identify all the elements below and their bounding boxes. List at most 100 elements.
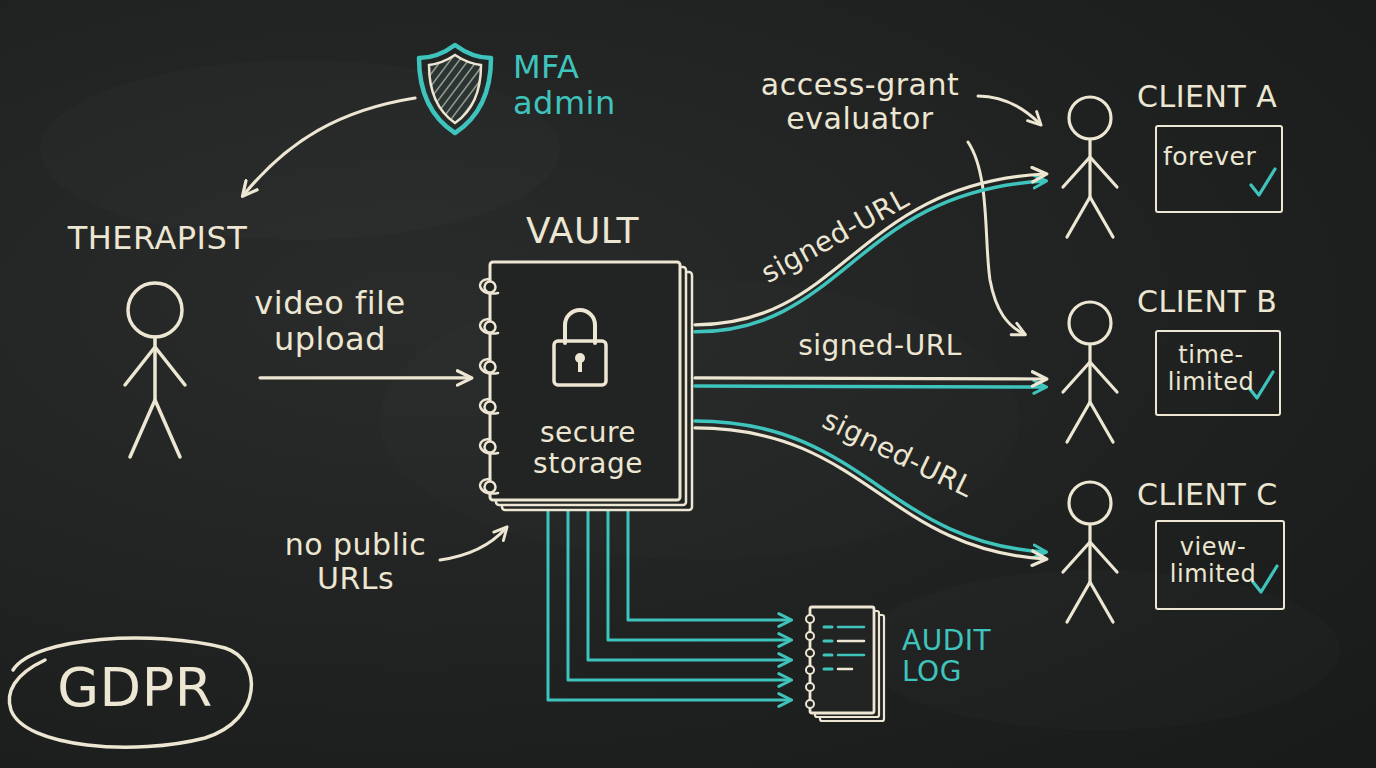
client-actor: CLIENT A forever (1045, 75, 1335, 240)
stamp-text: GDPR (5, 658, 265, 718)
vault-rect (554, 341, 606, 385)
client-circle (1069, 302, 1111, 344)
shield-path (419, 45, 491, 133)
access-policy-box: time-limited (1155, 330, 1281, 416)
access-policy-box: forever (1155, 125, 1283, 213)
person-path (125, 347, 185, 385)
audit-log-notebook: AUDIT LOG (790, 595, 1020, 725)
vault-circle (485, 362, 496, 373)
vault-rect (490, 262, 680, 500)
leader-arrow (968, 142, 1024, 334)
log-feed-line (588, 510, 790, 660)
log-feed-line (568, 510, 790, 680)
audit-circle (806, 649, 814, 657)
connector-line (695, 378, 1045, 379)
audit-line (838, 640, 864, 643)
client-circle (1069, 97, 1111, 139)
client-path (1067, 402, 1113, 442)
audit-line (824, 626, 832, 629)
policy-text: view-limited (1165, 534, 1261, 588)
connector (260, 377, 470, 378)
audit-line (824, 640, 832, 643)
edge-label: video file upload (240, 286, 420, 358)
policy-text: forever (1163, 143, 1273, 171)
shield-line (443, 50, 503, 130)
person-circle (128, 283, 182, 337)
vault-circle (485, 482, 496, 493)
shield-line (461, 50, 521, 130)
person-path (130, 400, 180, 457)
vault-path (565, 310, 595, 343)
actor-heading: CLIENT B (1137, 285, 1332, 319)
policy-text: time-limited (1165, 342, 1257, 396)
access-policy-box: view-limited (1155, 520, 1285, 610)
audit-circle (806, 615, 814, 623)
vault-circle (485, 322, 496, 333)
client-path (1088, 344, 1091, 402)
audit-circle (806, 683, 814, 691)
client-path (1067, 197, 1113, 237)
log-feed-line (548, 510, 790, 700)
vault-path (480, 359, 498, 374)
vault-circle (485, 442, 496, 453)
leader-arrow (978, 96, 1040, 124)
vault-rect (578, 360, 582, 372)
shield-line (389, 50, 449, 130)
annotation: no public URLs (268, 528, 443, 595)
vault-path (480, 319, 498, 334)
connector-line (244, 98, 415, 195)
actor-heading: THERAPIST (55, 221, 260, 257)
chalk-smudge (860, 570, 1340, 730)
shield-line (452, 50, 512, 130)
audit-rect (810, 607, 874, 713)
audit-circle (806, 632, 814, 640)
shield-line (425, 50, 485, 130)
actor-heading: CLIENT A (1137, 80, 1332, 114)
signed-url-glow (695, 386, 1045, 387)
leader-arrow (440, 528, 506, 560)
audit-line (824, 668, 832, 671)
client-path (1063, 362, 1117, 392)
connector (244, 98, 415, 195)
connector (548, 510, 790, 700)
vault-notebook: VAULT secure storage (470, 205, 695, 510)
shield-line (434, 50, 494, 130)
shield-line (398, 50, 458, 130)
log-feed-line (608, 510, 790, 640)
node-body: secure storage (508, 417, 668, 480)
client-path (1067, 582, 1113, 622)
audit-line (838, 626, 864, 629)
vault-circle (485, 282, 496, 293)
vault-path (480, 399, 498, 414)
gdpr-stamp: GDPR (5, 630, 275, 760)
client-actor: CLIENT B time-limited (1045, 280, 1335, 445)
node-label: MFA admin (513, 50, 628, 122)
therapist-actor: THERAPIST (55, 195, 260, 460)
edge-label: signed-URL (740, 173, 930, 297)
shield-line (407, 50, 467, 130)
connector-line (695, 174, 1045, 325)
chalk-smudge (40, 60, 560, 240)
vault-path (480, 279, 498, 294)
annotation: access-grant evaluator (745, 68, 975, 135)
actor-heading: CLIENT C (1137, 478, 1332, 512)
audit-line (824, 654, 832, 657)
connector (695, 174, 1045, 332)
log-feed-line (628, 510, 790, 620)
vault-path (480, 439, 498, 454)
box-path (1251, 169, 1275, 195)
vault-circle (485, 402, 496, 413)
client-path (1088, 139, 1091, 197)
client-actor: CLIENT C view-limited (1045, 460, 1335, 625)
audit-circle (806, 666, 814, 674)
client-path (1088, 524, 1091, 582)
edge-label: signed-URL (780, 330, 980, 361)
node-label: AUDIT LOG (902, 625, 1014, 688)
box-path (1253, 566, 1277, 592)
vault-path (480, 479, 498, 494)
connector-line (260, 376, 470, 379)
shield-line (416, 50, 476, 130)
node-heading: VAULT (470, 211, 695, 251)
audit-line (838, 668, 852, 671)
